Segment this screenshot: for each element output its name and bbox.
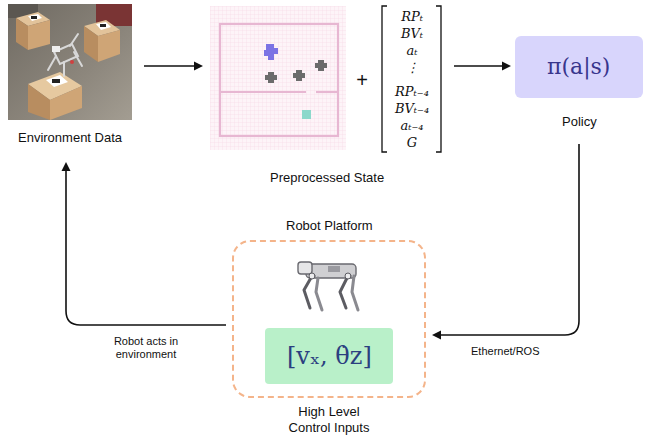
connector bbox=[432, 144, 579, 340]
connector bbox=[144, 62, 203, 71]
vector-entry: aₜ bbox=[385, 43, 439, 58]
node-caption: Robot Platform bbox=[286, 218, 373, 234]
arrow-head bbox=[62, 162, 71, 171]
node-caption: High Level Control Inputs bbox=[279, 404, 379, 436]
control-math: [vₓ, θ̇z] bbox=[287, 342, 372, 370]
connector bbox=[454, 62, 511, 71]
node-caption: Preprocessed State bbox=[270, 170, 384, 186]
platform-node: Robot PlatformHigh Level Control Inputs [… bbox=[232, 218, 426, 440]
arrow-head bbox=[194, 62, 203, 71]
environment-photo bbox=[8, 4, 132, 120]
node-caption: Policy bbox=[562, 114, 597, 130]
quadruped-robot bbox=[288, 250, 372, 316]
vector-ellipsis: ⋮ bbox=[385, 60, 439, 75]
vector-entry: BVₜ₋₄ bbox=[385, 101, 439, 116]
vector-entry: RPₜ bbox=[385, 9, 439, 24]
vector-entry: aₜ₋₄ bbox=[385, 118, 439, 133]
edge-label: Robot acts in environment bbox=[96, 335, 196, 361]
connector-line bbox=[454, 65, 504, 67]
arrow-head bbox=[502, 62, 511, 71]
node-caption: Environment Data bbox=[18, 130, 122, 146]
edge-label: Ethernet/ROS bbox=[469, 345, 541, 358]
policy-math: π(a|s) bbox=[547, 54, 610, 80]
control-input-box: [vₓ, θ̇z] bbox=[265, 328, 393, 384]
vector-entry: G bbox=[385, 135, 439, 150]
policy-node: π(a|s) Policy bbox=[515, 36, 643, 138]
connector-line bbox=[66, 169, 226, 325]
connector-line bbox=[439, 144, 579, 335]
vector-entry: BVₜ bbox=[385, 26, 439, 41]
vector-entry: RPₜ₋₄ bbox=[385, 84, 439, 99]
photo-node: Environment Data bbox=[6, 4, 134, 156]
plus-sign: + bbox=[354, 70, 370, 90]
connector bbox=[62, 162, 227, 325]
connector-line bbox=[144, 65, 196, 67]
arrow-head bbox=[432, 331, 441, 340]
state-map bbox=[210, 6, 346, 150]
